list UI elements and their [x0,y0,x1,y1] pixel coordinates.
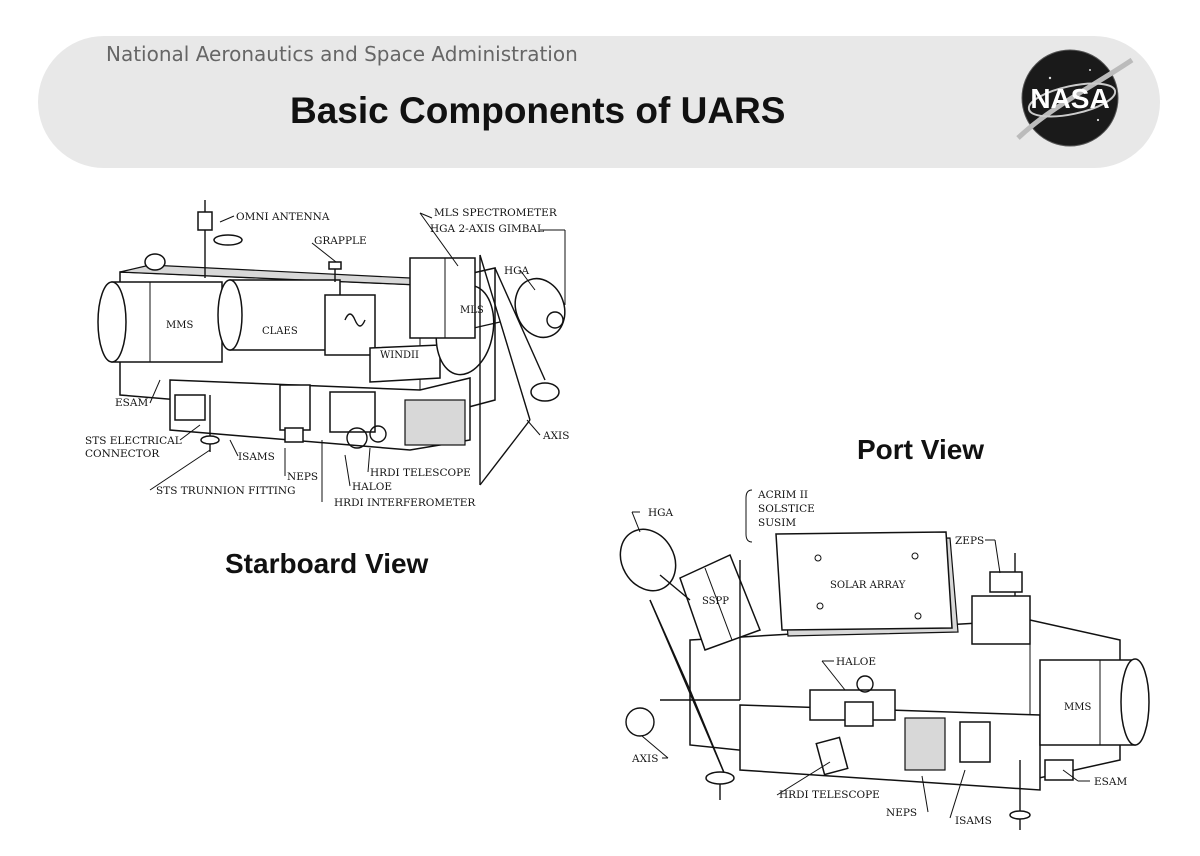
header-band [38,36,1160,168]
label-solstice: SOLSTICE [758,503,815,515]
label-susim: SUSIM [758,517,796,529]
label-claes: CLAES [262,326,298,337]
nasa-logo: NASA [1016,49,1134,147]
label-mms-starboard: MMS [166,320,193,331]
label-sts-electrical: STS ELECTRICAL [85,435,182,447]
label-hga-port: HGA [648,507,674,519]
label-mls-spectrometer: MLS SPECTROMETER [434,207,558,219]
label-axis-port: AXIS [631,753,658,765]
label-mls: MLS [460,305,484,316]
label-hrdi-telescope-starboard: HRDI TELESCOPE [370,467,471,479]
label-mms-port: MMS [1064,702,1091,713]
label-neps-starboard: NEPS [287,471,318,483]
label-windii: WINDII [380,350,419,361]
label-hga-starboard: HGA [504,265,530,277]
label-acrim: ACRIM II [757,489,808,501]
label-omni-antenna: OMNI ANTENNA [236,211,330,223]
label-connector: CONNECTOR [85,448,160,460]
label-hrdi-telescope-port: HRDI TELESCOPE [779,789,880,801]
label-neps-port: NEPS [886,807,917,819]
label-isams-starboard: ISAMS [238,451,275,463]
label-zeps: ZEPS [955,535,984,547]
port-view-drawing [619,528,1150,830]
starboard-leaders [149,212,566,502]
port-leaders [631,489,1090,819]
label-grapple: GRAPPLE [314,235,367,247]
port-view-caption: Port View [857,434,985,465]
starboard-labels: OMNI ANTENNA GRAPPLE MLS SPECTROMETER HG… [85,207,569,509]
label-esam-starboard: ESAM [115,397,148,409]
page-title: Basic Components of UARS [290,90,786,131]
label-hrdi-interferometer: HRDI INTERFEROMETER [334,497,476,509]
label-haloe-starboard: HALOE [352,481,392,493]
label-sts-trunnion: STS TRUNNION FITTING [156,485,296,497]
nasa-logo-text: NASA [1030,83,1109,114]
label-hga-gimbal: HGA 2-AXIS GIMBAL [430,223,544,235]
label-isams-port: ISAMS [955,815,992,827]
label-axis-starboard: AXIS [542,430,569,442]
agency-name: National Aeronautics and Space Administr… [106,42,578,66]
port-labels: HGA ACRIM II SOLSTICE SUSIM ZEPS SOLAR A… [631,489,1127,827]
label-esam-port: ESAM [1094,776,1127,788]
starboard-view-caption: Starboard View [225,548,429,579]
label-haloe-port: HALOE [836,656,876,668]
starboard-view-drawing [97,200,566,486]
label-solar-array: SOLAR ARRAY [830,580,906,591]
label-sspp: SSPP [702,596,729,607]
